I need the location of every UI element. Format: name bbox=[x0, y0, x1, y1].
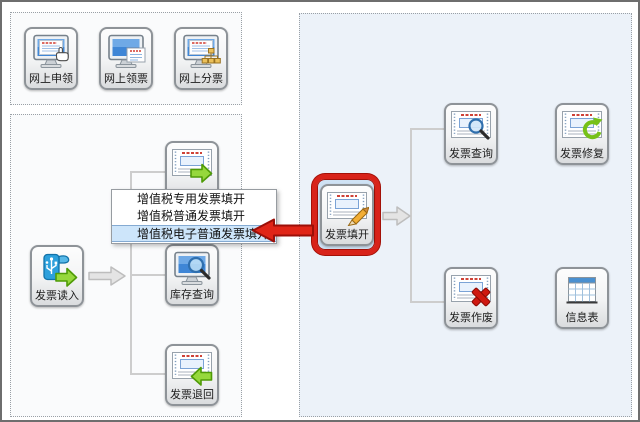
left-bracket-stub-bottom bbox=[130, 373, 166, 375]
right-bracket-line bbox=[410, 128, 412, 303]
button-invoice-repair[interactable]: 发票修复 bbox=[555, 103, 609, 165]
button-invoice-void[interactable]: 发票作废 bbox=[444, 267, 498, 329]
table-icon bbox=[559, 272, 605, 309]
left-bracket-line bbox=[130, 171, 132, 375]
menu-item-electronic-general-vat-invoice[interactable]: 增值税电子普通发票填开 bbox=[112, 225, 276, 242]
button-label: 发票填开 bbox=[325, 229, 369, 241]
button-invoice-readin[interactable]: 发票读入 bbox=[30, 245, 84, 307]
menu-item-general-vat-invoice[interactable]: 增值税普通发票填开 bbox=[137, 209, 246, 223]
flow-arrow-icon bbox=[382, 206, 411, 226]
button-label: 网上领票 bbox=[104, 73, 148, 85]
button-label: 信息表 bbox=[565, 312, 599, 324]
invoice-repair-icon bbox=[559, 108, 605, 145]
invoice-arrow-left-icon bbox=[169, 349, 215, 386]
button-info-table[interactable]: 信息表 bbox=[555, 267, 609, 329]
button-invoice-return[interactable]: 发票退回 bbox=[165, 344, 219, 406]
button-label: 发票查询 bbox=[449, 148, 493, 160]
button-online-distribute[interactable]: 网上分票 bbox=[174, 27, 228, 90]
monitor-invoice-icon bbox=[103, 32, 149, 69]
button-label: 发票修复 bbox=[560, 148, 604, 160]
monitor-tree-icon bbox=[178, 32, 224, 69]
button-invoice-query[interactable]: 发票查询 bbox=[444, 103, 498, 165]
button-stock-query[interactable]: 库存查询 bbox=[165, 244, 219, 306]
context-menu: 增值税专用发票填开 增值税普通发票填开 增值税电子普通发票填开 bbox=[111, 189, 277, 244]
right-bracket-stub-bottom bbox=[410, 301, 444, 303]
menu-item-special-vat-invoice[interactable]: 增值税专用发票填开 bbox=[137, 192, 246, 206]
usb-arrow-icon bbox=[34, 250, 80, 287]
button-label: 发票作废 bbox=[449, 312, 493, 324]
right-bracket-stub-top bbox=[410, 128, 444, 130]
button-online-receive[interactable]: 网上领票 bbox=[99, 27, 153, 90]
monitor-search-icon bbox=[169, 249, 215, 286]
invoice-arrow-right-icon bbox=[169, 146, 215, 183]
button-label: 发票退回 bbox=[170, 389, 214, 401]
button-invoice-fill[interactable]: 发票填开 bbox=[320, 184, 374, 246]
highlight-arrow-icon bbox=[252, 218, 314, 243]
button-label: 发票读入 bbox=[35, 290, 79, 302]
monitor-hand-icon bbox=[28, 32, 74, 69]
flow-arrow-icon bbox=[88, 266, 126, 286]
button-online-apply[interactable]: 网上申领 bbox=[24, 27, 78, 90]
button-label: 库存查询 bbox=[170, 289, 214, 301]
invoice-search-icon bbox=[448, 108, 494, 145]
left-bracket-stub-top bbox=[130, 171, 166, 173]
invoice-void-icon bbox=[448, 272, 494, 309]
button-label: 网上分票 bbox=[179, 73, 223, 85]
button-label: 网上申领 bbox=[29, 73, 73, 85]
invoice-pencil-icon bbox=[324, 189, 370, 226]
left-bracket-stub-mid bbox=[130, 274, 166, 276]
